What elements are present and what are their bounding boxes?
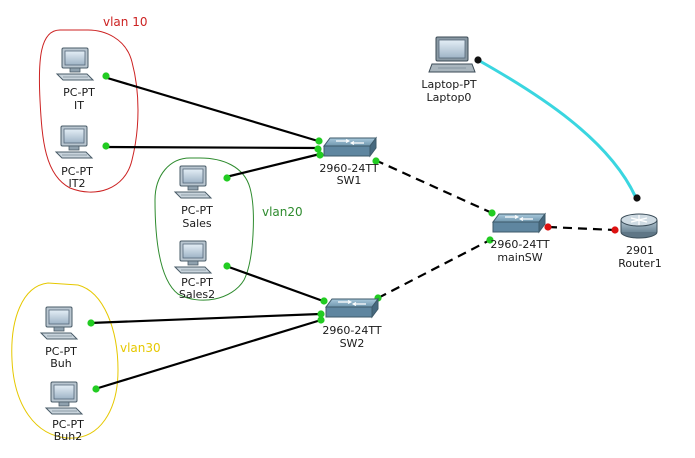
pc-icon: [56, 47, 94, 81]
device-type-label: 2960-24TT: [490, 238, 549, 251]
link-mainsw-router[interactable]: [547, 225, 616, 232]
port-indicator: [87, 319, 95, 327]
port-indicator: [372, 157, 380, 165]
link-sales-sw1[interactable]: [225, 152, 321, 179]
port-indicator: [317, 310, 325, 318]
device-type-label: 2901: [626, 244, 654, 257]
device-name-label: Buh: [50, 357, 72, 370]
link-it-sw1[interactable]: [103, 75, 319, 143]
device-name-label: Router1: [618, 257, 661, 270]
router-icon: [620, 213, 658, 239]
link-it2-sw1[interactable]: [103, 145, 319, 150]
device-laptop-laptop0[interactable]: Laptop-PT Laptop0: [421, 36, 477, 104]
device-type-label: PC-PT: [181, 204, 213, 217]
vlan30-group: vlan30: [11, 282, 161, 439]
device-name-label: Sales: [182, 217, 212, 230]
link-buh2-sw2[interactable]: [94, 318, 322, 391]
vlan30-label: vlan30: [120, 341, 161, 355]
link-sales2-sw2[interactable]: [225, 264, 324, 303]
pc-icon: [40, 306, 78, 340]
device-router-router1[interactable]: 2901 Router1: [618, 213, 662, 270]
device-name-label: Buh2: [54, 430, 83, 443]
port-indicator: [316, 151, 324, 159]
pc-icon: [55, 125, 93, 159]
vlan10-label: vlan 10: [103, 15, 147, 29]
switch-icon: [492, 213, 546, 233]
port-indicator: [92, 385, 100, 393]
device-switch-mainsw[interactable]: 2960-24TT mainSW: [490, 213, 550, 264]
device-type-label: PC-PT: [181, 276, 213, 289]
device-type-label: PC-PT: [45, 345, 77, 358]
vlan20-label: vlan20: [262, 205, 303, 219]
device-pc-it2[interactable]: PC-PT IT2: [55, 125, 93, 190]
device-name-label: mainSW: [497, 251, 542, 264]
device-pc-buh2[interactable]: PC-PT Buh2: [45, 381, 84, 443]
port-indicator: [486, 236, 494, 244]
port-indicators: [87, 56, 641, 393]
switch-icon: [323, 137, 377, 157]
device-pc-sales2[interactable]: PC-PT Sales2: [174, 240, 215, 301]
switch-icon: [325, 298, 379, 318]
port-indicator: [314, 145, 322, 153]
device-name-label: Laptop0: [427, 91, 472, 104]
device-pc-buh[interactable]: PC-PT Buh: [40, 306, 78, 370]
vlan30-outline: [11, 282, 119, 439]
vlan20-group: vlan20: [154, 157, 303, 301]
device-pc-sales[interactable]: PC-PT Sales: [174, 165, 213, 230]
port-indicator: [315, 137, 323, 145]
device-type-label: PC-PT: [52, 418, 84, 431]
device-name-label: IT: [74, 99, 84, 112]
pc-icon: [174, 165, 212, 199]
port-indicator: [611, 226, 619, 234]
port-indicator: [102, 142, 110, 150]
port-indicator: [102, 72, 110, 80]
link-sw1-mainsw[interactable]: [374, 158, 493, 215]
laptop-icon: [428, 36, 476, 73]
port-indicator: [317, 316, 325, 324]
device-switch-sw1[interactable]: 2960-24TT SW1: [319, 137, 379, 187]
device-type-label: 2960-24TT: [319, 162, 378, 175]
port-indicator: [223, 174, 231, 182]
vlan10-outline: [38, 29, 139, 193]
port-indicator: [488, 209, 496, 217]
port-indicator: [633, 194, 641, 202]
device-type-label: 2960-24TT: [322, 324, 381, 337]
pc-icon: [45, 381, 83, 415]
port-indicator: [544, 223, 552, 231]
port-indicator: [320, 297, 328, 305]
vlan20-outline: [154, 157, 254, 301]
device-name-label: IT2: [69, 177, 86, 190]
device-name-label: SW1: [337, 174, 362, 187]
device-type-label: Laptop-PT: [421, 78, 476, 91]
device-name-label: Sales2: [179, 288, 215, 301]
device-type-label: PC-PT: [63, 86, 95, 99]
link-buh-sw2[interactable]: [89, 312, 321, 325]
device-switch-sw2[interactable]: 2960-24TT SW2: [322, 298, 382, 350]
link-laptop-router-console[interactable]: [477, 58, 638, 199]
device-type-label: PC-PT: [61, 165, 93, 178]
port-indicator: [474, 56, 482, 64]
vlan10-group: vlan 10: [38, 15, 147, 193]
port-indicator: [223, 262, 231, 270]
link-sw2-mainsw[interactable]: [377, 239, 491, 299]
device-name-label: SW2: [340, 337, 365, 350]
device-pc-it[interactable]: PC-PT IT: [56, 47, 95, 112]
links-layer: [89, 58, 638, 391]
pc-icon: [174, 240, 212, 274]
